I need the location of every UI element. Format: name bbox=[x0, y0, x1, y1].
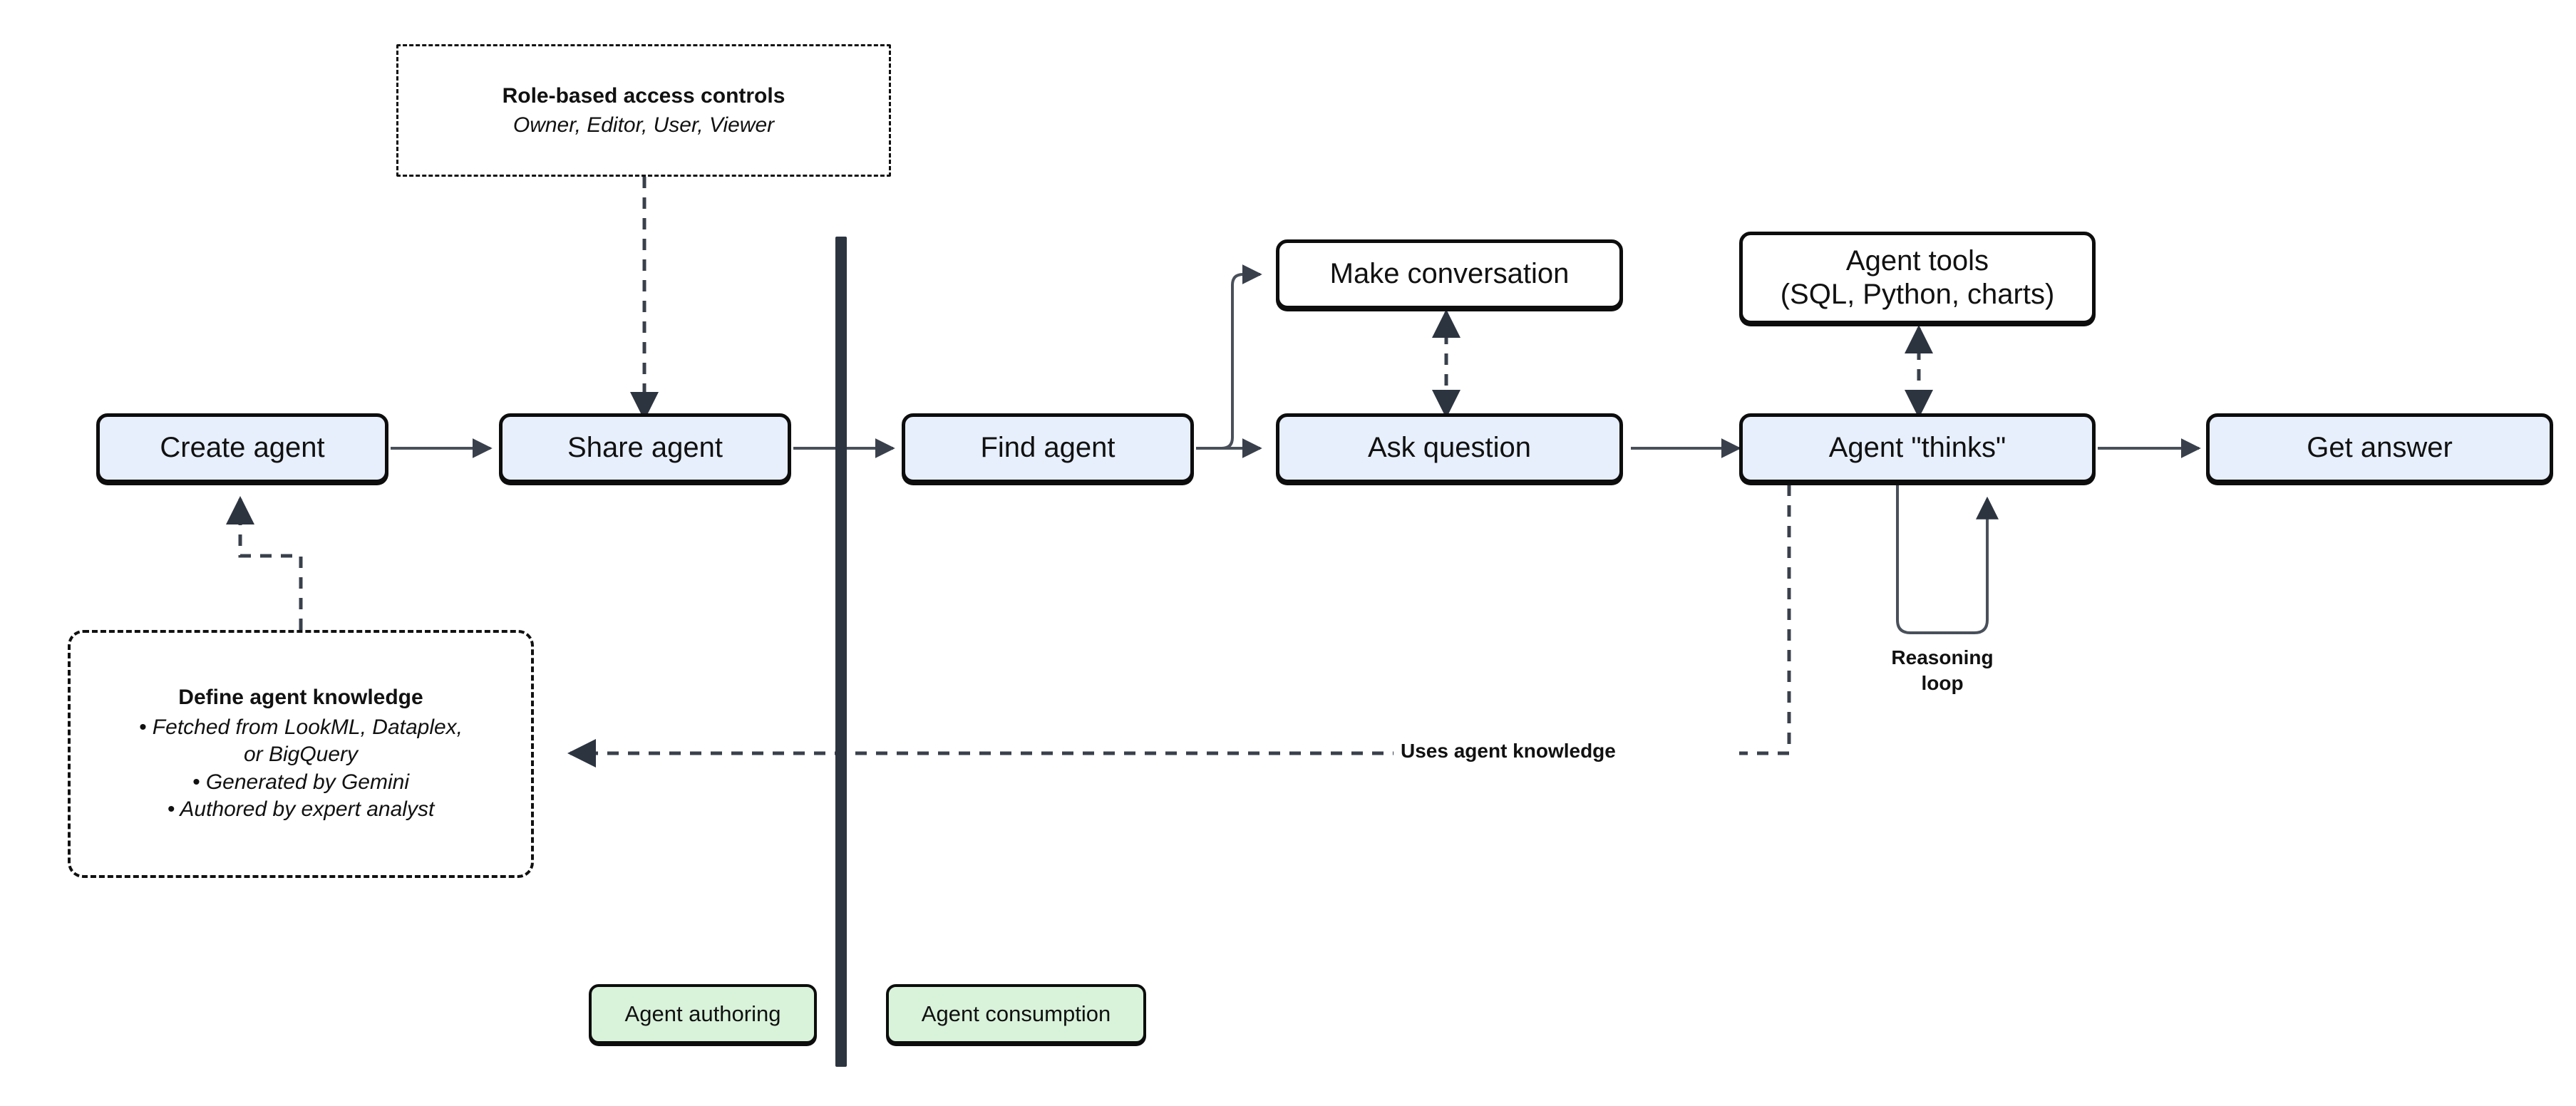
node-create-agent[interactable]: Create agent bbox=[96, 413, 388, 483]
label-uses-agent-knowledge: Uses agent knowledge bbox=[1393, 738, 1623, 765]
section-divider bbox=[835, 237, 847, 1067]
note-knowledge-bullets: • Fetched from LookML, Dataplex, or BigQ… bbox=[139, 714, 463, 824]
note-knowledge-title: Define agent knowledge bbox=[178, 685, 423, 709]
edge-uses-agent-knowledge bbox=[567, 485, 1791, 768]
label-reasoning-loop: Reasoning loop bbox=[1867, 645, 2017, 697]
label-reasoning-loop-line-2: loop bbox=[1921, 672, 1964, 695]
note-rbac-title: Role-based access controls bbox=[502, 83, 785, 108]
node-agent-tools-line-2: (SQL, Python, charts) bbox=[1780, 279, 2055, 310]
note-knowledge-bullet-line-2: • Generated by Gemini bbox=[192, 770, 409, 794]
node-agent-tools-line-1: Agent tools bbox=[1845, 244, 1989, 276]
node-ask-question[interactable]: Ask question bbox=[1276, 413, 1623, 483]
note-knowledge-bullet-line-0: • Fetched from LookML, Dataplex, bbox=[138, 715, 463, 739]
note-define-agent-knowledge: Define agent knowledge • Fetched from Lo… bbox=[68, 630, 534, 878]
node-share-agent[interactable]: Share agent bbox=[499, 413, 791, 483]
legend-agent-authoring[interactable]: Agent authoring bbox=[589, 984, 817, 1044]
note-role-based-access-controls: Role-based access controls Owner, Editor… bbox=[396, 44, 891, 177]
note-knowledge-bullet-line-3: • Authored by expert analyst bbox=[167, 797, 435, 822]
edge-reasoning-loop bbox=[1896, 485, 1999, 634]
node-agent-thinks[interactable]: Agent "thinks" bbox=[1739, 413, 2096, 483]
node-make-conversation[interactable]: Make conversation bbox=[1276, 239, 1623, 309]
edge-find-to-make-conversation bbox=[1196, 264, 1262, 450]
node-get-answer[interactable]: Get answer bbox=[2206, 413, 2553, 483]
note-knowledge-bullet-line-1: or BigQuery bbox=[243, 743, 359, 767]
edge-knowledge-to-create bbox=[226, 496, 303, 630]
note-rbac-subtitle: Owner, Editor, User, Viewer bbox=[512, 113, 775, 137]
node-agent-tools[interactable]: Agent tools (SQL, Python, charts) bbox=[1739, 232, 2096, 324]
legend-agent-consumption[interactable]: Agent consumption bbox=[886, 984, 1146, 1044]
label-reasoning-loop-line-1: Reasoning bbox=[1891, 646, 1994, 668]
node-find-agent[interactable]: Find agent bbox=[902, 413, 1194, 483]
